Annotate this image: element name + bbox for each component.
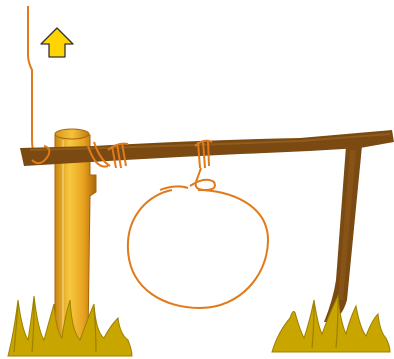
beam-rope-binding: [107, 142, 129, 169]
left-grass: [7, 295, 133, 357]
up-arrow-icon[interactable]: [40, 27, 74, 58]
right-grass: [271, 294, 391, 353]
right-support-post: [324, 146, 362, 322]
post-rope-wrap: [31, 141, 111, 168]
vertical-post: [54, 128, 97, 341]
hanging-rope[interactable]: [27, 6, 37, 163]
loop-rope-binding: [194, 139, 213, 169]
rope-loop[interactable]: [126, 167, 270, 310]
